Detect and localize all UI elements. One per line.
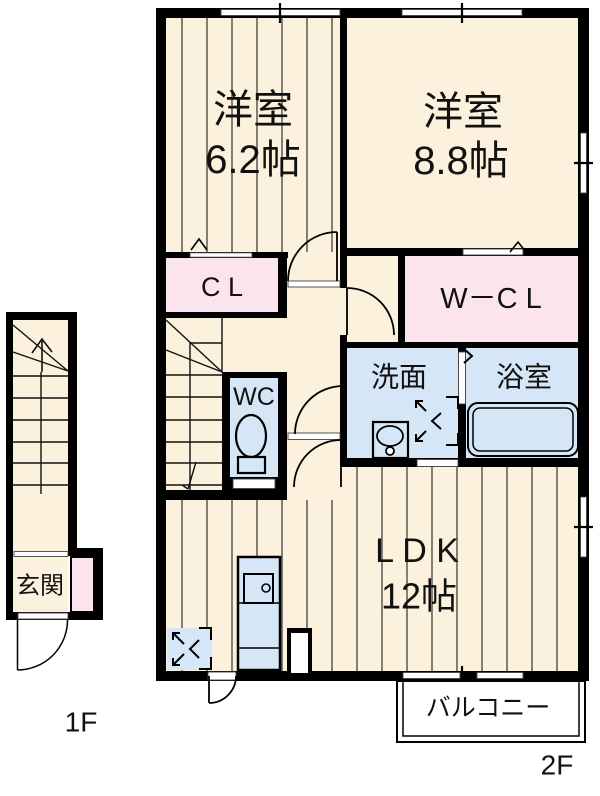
washroom-ldk-opening (416, 459, 459, 467)
wall-wet-bottom (340, 458, 578, 467)
washing-machine-space-icon (415, 396, 459, 446)
balcony-outline (396, 680, 586, 743)
ldk-back-door-opening (207, 671, 237, 681)
western-room-1-size: 6.2帖 (205, 138, 301, 182)
washroom-label: 洗面 (371, 362, 427, 393)
balcony-door-left (402, 672, 461, 679)
wall-rooms-divider (340, 18, 347, 288)
wall-bathroom-left (458, 348, 466, 467)
walk-in-closet-room (405, 256, 578, 342)
washbasin-icon (371, 420, 410, 460)
wall-western2-south (347, 248, 578, 256)
wall-2f-right (578, 8, 589, 681)
pipe-space (287, 628, 312, 673)
western-room-2-label: 洋室 (423, 90, 503, 134)
walls (6, 8, 589, 681)
first-floor-label: 1F (65, 707, 98, 738)
door-swings (16, 231, 395, 704)
wall-entrance-jut-top (68, 548, 103, 556)
wall-wcl-left (398, 248, 405, 342)
toilet-label: WC (233, 383, 275, 411)
room-fills (70, 256, 578, 613)
kitchen-counter (236, 555, 282, 672)
wall-1f-right (68, 320, 77, 552)
hall-doorway-threshold-north (287, 280, 341, 288)
closet-room (166, 258, 278, 312)
wall-2f-bottom (156, 671, 589, 681)
second-floor-label: 2F (541, 750, 574, 781)
wall-entrance-jut-right (95, 548, 103, 620)
bathroom-door-opening (458, 351, 466, 405)
door-western2 (346, 287, 395, 336)
door-western1 (287, 231, 338, 282)
wall-1f-top (6, 312, 77, 320)
closet-opening-caret (190, 237, 208, 251)
wall-wc-top (222, 372, 287, 378)
stairs-1f (12, 324, 69, 494)
bathroom-door-chevron (463, 348, 474, 364)
refrigerator-space-icon (167, 627, 212, 670)
entrance-label: 玄関 (16, 573, 64, 600)
wc-door-opening (232, 478, 276, 489)
door-ldk-hall (293, 439, 342, 488)
stairs-2f-walkline-tick (181, 461, 197, 490)
entrance-door-opening (17, 612, 69, 620)
wall-2f-left (156, 8, 166, 681)
western-room-2-size: 8.8帖 (413, 139, 509, 183)
bathroom-label: 浴室 (496, 362, 552, 393)
bathtub-icon (467, 402, 579, 457)
stairs-2f-winders (165, 319, 223, 373)
entrance-closet (70, 556, 95, 613)
wall-wc-right (278, 372, 287, 492)
closet-label: C L (201, 272, 243, 302)
fixtures (167, 396, 579, 673)
wall-wc-left (222, 372, 230, 492)
stair-direction-arrow (31, 337, 53, 372)
walk-in-closet-opening-caret (509, 240, 527, 253)
wall-1f-left (6, 312, 13, 620)
kitchen-faucet (261, 583, 271, 593)
ldk-size: 12帖 (381, 576, 457, 617)
wall-closet-bottom (156, 312, 287, 318)
wall-hall-south (156, 490, 287, 500)
stairs-1f-winders (12, 324, 69, 372)
walk-in-closet-opening (462, 248, 524, 256)
balcony-door-right (476, 672, 524, 679)
closet-opening (189, 252, 253, 258)
toilet-icon (234, 413, 268, 475)
labels: 洋室 6.2帖 洋室 8.8帖 C L W－C L WC 洗面 浴室 L D K… (16, 88, 573, 781)
floor-boards-western-room-1 (181, 18, 333, 252)
door-washroom (294, 385, 344, 435)
walk-in-closet-label: W－C L (440, 283, 542, 315)
wall-rooms-divider-stub (340, 335, 347, 348)
stairs-2f (165, 318, 223, 492)
ldk-label: L D K (375, 532, 459, 570)
wall-wet-top (340, 342, 578, 348)
stairs-2f-treads (166, 342, 222, 486)
hall-doorway-threshold-south (287, 432, 341, 440)
balcony-label: バルコニー (426, 694, 551, 722)
wall-closet-right (278, 252, 287, 318)
door-ldk-back (208, 675, 237, 704)
entrance-step-threshold (13, 551, 69, 557)
opening-carets (190, 237, 527, 364)
wall-2f-top (156, 8, 589, 18)
door-entrance-1f (16, 619, 69, 671)
western-room-1-label: 洋室 (213, 88, 293, 132)
